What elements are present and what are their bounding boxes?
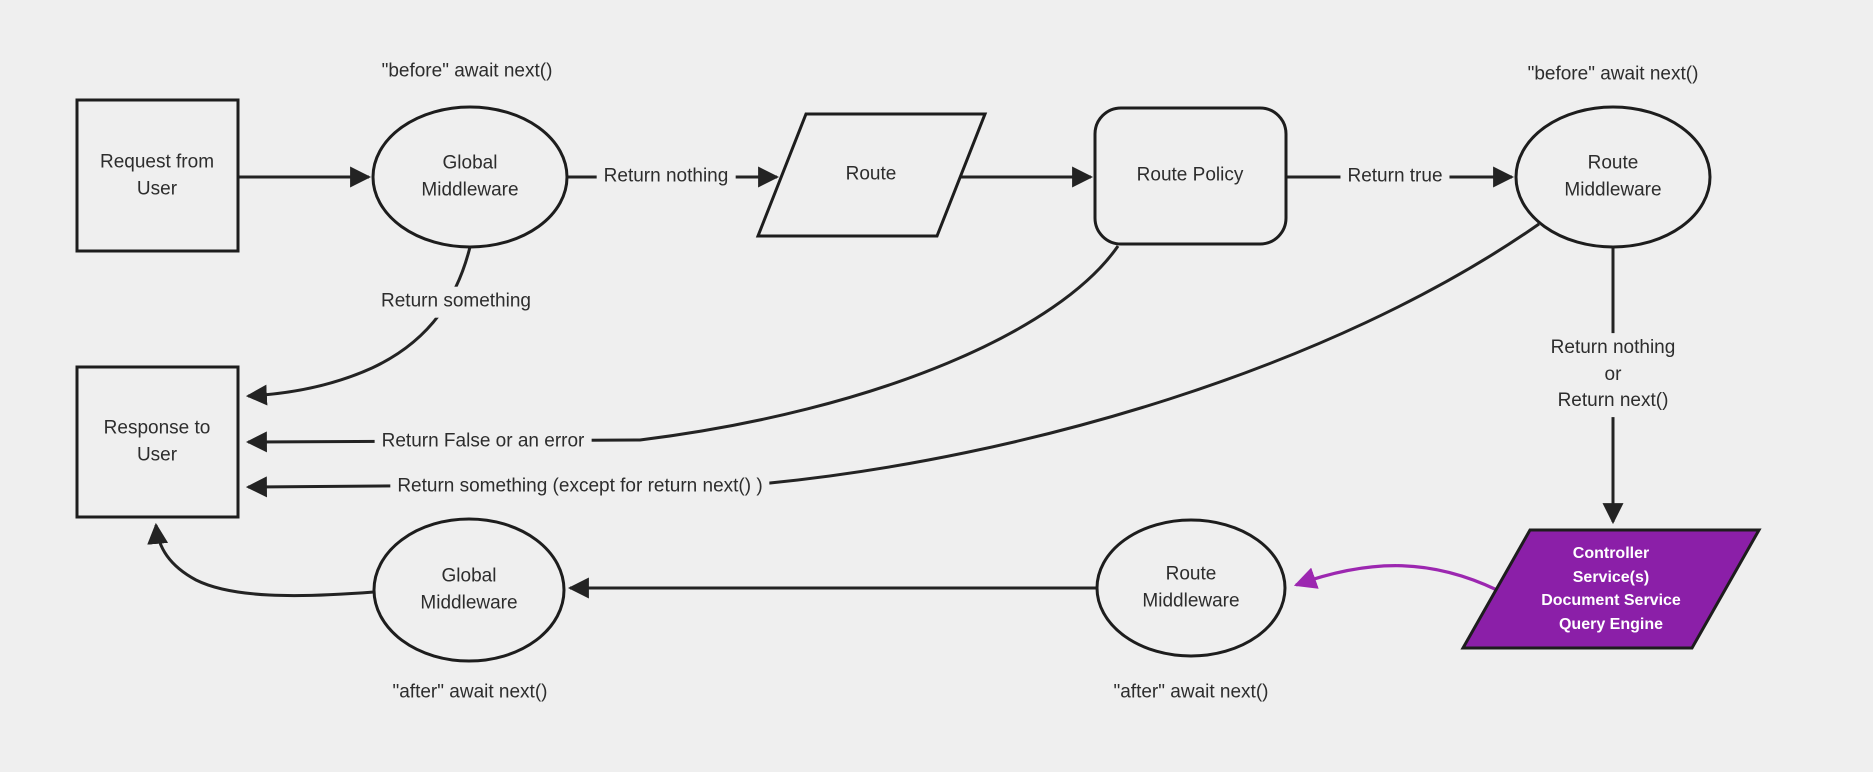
edge-route-middleware-to-response [245, 222, 1540, 498]
route-middleware-top-node-label: Route Middleware [1564, 152, 1662, 200]
controller-node [1460, 528, 1762, 650]
global-middleware-top-node-label: Global Middleware [421, 152, 519, 200]
return-something-label: Return something [374, 286, 538, 318]
route-middleware-bottom-node [1095, 518, 1287, 658]
edge-global-middleware-to-response [245, 246, 472, 406]
return-nothing-label: Return nothing [596, 161, 736, 193]
request-node [75, 98, 240, 253]
route-policy-node-label: Route Policy [1136, 164, 1244, 186]
route-node-label: Route [845, 163, 897, 185]
route-policy-node [1093, 106, 1288, 246]
response-node [75, 365, 240, 519]
before-await-next-left-label: "before" await next() [381, 60, 553, 82]
route-middleware-top-node [1514, 105, 1712, 249]
global-middleware-bottom-node-label: Global Middleware [420, 565, 518, 613]
return-something-except-label: Return something (except for return next… [390, 471, 770, 503]
request-node-label: Request from User [99, 151, 215, 199]
route-middleware-bottom-node-label: Route Middleware [1142, 563, 1240, 611]
edge-controller-to-route-middleware-bottom [1293, 564, 1498, 592]
global-middleware-top-node [371, 105, 569, 249]
return-nothing-or-next-label: Return nothing or Return next() [1543, 333, 1683, 417]
route-node [755, 112, 988, 238]
after-await-next-right-label: "after" await next() [1113, 681, 1269, 703]
return-false-or-error-label: Return False or an error [374, 426, 592, 458]
edge-global-middleware-bottom-to-response [147, 522, 375, 598]
before-await-next-right-label: "before" await next() [1527, 63, 1699, 85]
global-middleware-bottom-node [372, 517, 566, 663]
controller-node-label: Controller Service(s) Document Service Q… [1541, 544, 1681, 633]
response-node-label: Response to User [103, 417, 211, 465]
after-await-next-left-label: "after" await next() [392, 681, 548, 703]
edge-route-policy-to-response [245, 245, 1120, 453]
return-true-label: Return true [1340, 161, 1450, 193]
